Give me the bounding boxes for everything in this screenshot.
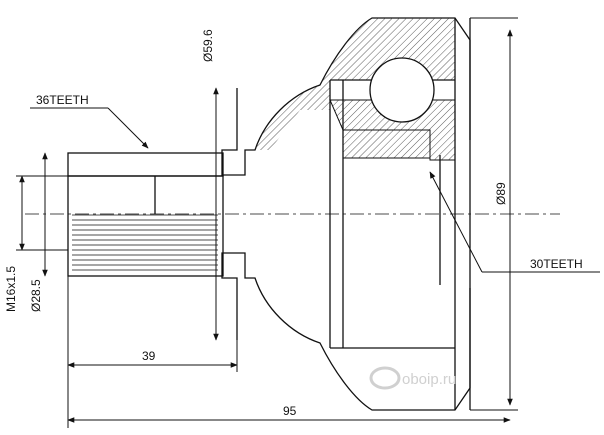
label-length-shaft: 39: [142, 349, 156, 363]
housing-hatch: [255, 18, 456, 161]
label-length-total: 95: [283, 404, 297, 418]
label-30teeth: 30TEETH: [530, 257, 583, 271]
label-thread: M16x1.5: [4, 266, 18, 312]
dimensions: [16, 17, 600, 428]
watermark: oboip.ru: [369, 366, 456, 390]
label-diameter-body: Ø89: [494, 182, 508, 205]
shaft: [67, 152, 224, 277]
ball: [369, 57, 435, 123]
label-36teeth: 36TEETH: [36, 93, 89, 107]
watermark-text: oboip.ru: [402, 371, 456, 388]
label-shaft-diameter: Ø28.5: [29, 279, 43, 312]
label-diameter-top: Ø59.6: [201, 29, 215, 62]
spline-teeth: [72, 214, 218, 271]
